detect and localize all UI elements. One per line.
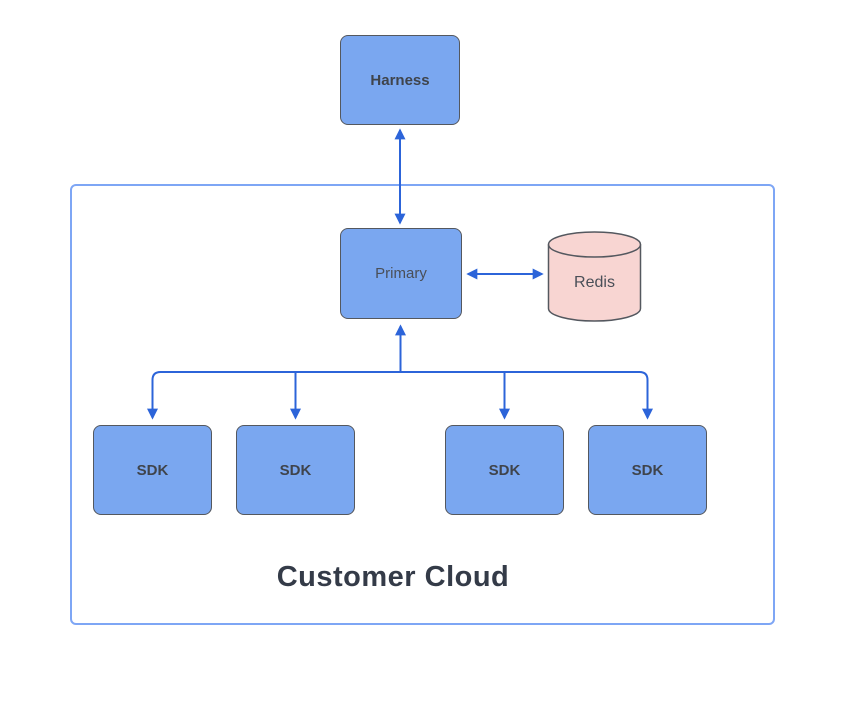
node-harness-label: Harness: [370, 71, 430, 89]
node-redis: Redis: [547, 230, 642, 323]
node-sdk3-label: SDK: [488, 461, 521, 479]
node-sdk-1: SDK: [93, 425, 212, 515]
node-primary-label: Primary: [375, 265, 427, 282]
node-sdk4-label: SDK: [631, 461, 664, 479]
node-primary: Primary: [340, 228, 462, 319]
node-sdk-3: SDK: [445, 425, 564, 515]
node-sdk1-label: SDK: [136, 461, 169, 479]
customer-cloud-container: [70, 184, 775, 625]
container-title: Customer Cloud: [276, 561, 510, 593]
database-cylinder-icon: [547, 231, 642, 322]
node-sdk2-label: SDK: [279, 461, 312, 479]
node-harness: Harness: [340, 35, 460, 125]
node-sdk-2: SDK: [236, 425, 355, 515]
node-redis-label: Redis: [574, 273, 615, 291]
node-sdk-4: SDK: [588, 425, 707, 515]
